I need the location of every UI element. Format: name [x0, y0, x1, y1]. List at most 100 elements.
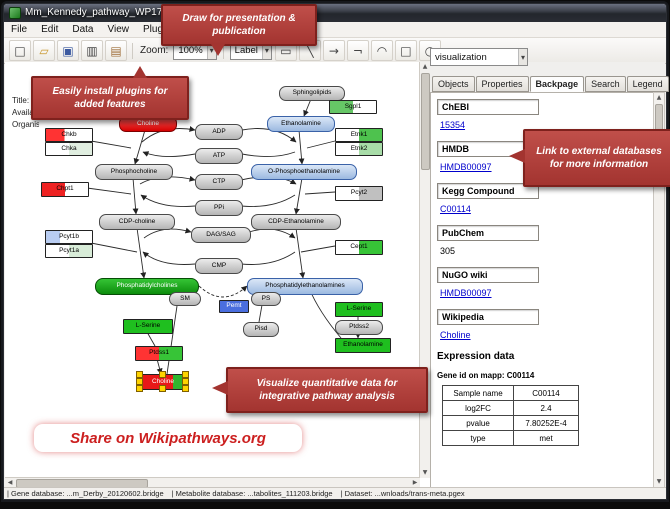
external-link[interactable]: 15354 — [440, 120, 466, 130]
tab-properties[interactable]: Properties — [475, 76, 529, 92]
save-icon[interactable]: ▣ — [57, 40, 79, 61]
label-tool-combobox[interactable]: Label ▾ — [229, 41, 272, 60]
callout-text: Easily install plugins for added feature… — [52, 86, 168, 110]
pathway-node-ptdss2[interactable]: Ptdss2 — [335, 320, 383, 335]
pathway-node-l-serine-right[interactable]: L-Serine — [335, 302, 383, 317]
toolbar: □▱▣▥▤ Zoom: 100% ▾ Label ▾ ▭╲→¬◠□○ — [4, 38, 666, 64]
visualization-value: visualization — [435, 51, 487, 63]
external-link[interactable]: C00114 — [440, 204, 471, 214]
paste-icon[interactable]: ▤ — [105, 40, 127, 61]
status-bar: | Gene database: ...m_Derby_20120602.bri… — [4, 487, 666, 499]
selection-handle[interactable] — [159, 371, 166, 378]
pathway-node-phosphatidylethanolamines[interactable]: Phosphatidylethanolamines — [247, 278, 363, 295]
pathway-node-ethanolamine-right[interactable]: Ethanolamine — [335, 338, 391, 353]
pathway-node-phosphatidylcholines[interactable]: Phosphatidylcholines — [95, 278, 199, 295]
pathway-node-sphingolipids[interactable]: Sphingolipids — [279, 86, 345, 101]
arc-tool-icon[interactable]: ◠ — [370, 40, 393, 61]
table-cell: 7.80252E-4 — [513, 415, 579, 431]
pathway-node-sm[interactable]: SM — [169, 292, 201, 306]
new-file-icon[interactable]: □ — [9, 40, 31, 61]
pathway-node-pisd[interactable]: Pisd — [243, 322, 279, 337]
scroll-up-icon[interactable]: ▲ — [656, 94, 662, 101]
menu-edit[interactable]: Edit — [41, 24, 59, 35]
callout-pointer — [211, 44, 225, 56]
copy-icon[interactable]: ▥ — [81, 40, 103, 61]
tab-backpage[interactable]: Backpage — [529, 76, 585, 92]
chevron-down-icon: ▾ — [517, 49, 527, 65]
side-panel-field: Title: — [12, 96, 30, 105]
visualization-combobox[interactable]: visualization ▾ — [430, 48, 528, 66]
pathway-node-o-phosphoethanolamine[interactable]: O-Phosphoethanolamine — [251, 164, 357, 180]
pathway-node-ppi[interactable]: PPi — [195, 200, 243, 216]
selection-handle[interactable] — [159, 385, 166, 392]
table-cell: log2FC — [442, 400, 514, 416]
scroll-up-icon[interactable]: ▲ — [422, 63, 428, 70]
pathway-node-cmp[interactable]: CMP — [195, 258, 243, 274]
canvas-vertical-scrollbar[interactable]: ▲ ▼ — [419, 62, 430, 478]
menu-file[interactable]: File — [11, 24, 28, 35]
scroll-down-icon[interactable]: ▼ — [656, 478, 662, 485]
pathway-node-cdp-ethanolamine[interactable]: CDP-Ethanolamine — [251, 214, 341, 230]
pathway-node-atp[interactable]: ATP — [195, 148, 243, 164]
selection-handle[interactable] — [182, 378, 189, 385]
pathway-node-ctp[interactable]: CTP — [195, 174, 243, 190]
external-link[interactable]: Choline — [440, 330, 471, 340]
section-value: 305 — [440, 246, 456, 256]
scroll-right-icon[interactable]: ▶ — [412, 479, 418, 486]
external-link[interactable]: HMDB00097 — [440, 288, 492, 298]
pathway-node-cept1[interactable]: Cept1 — [335, 240, 383, 255]
scroll-left-icon[interactable]: ◀ — [7, 479, 13, 486]
pathway-node-l-serine-left[interactable]: L-Serine — [123, 319, 173, 334]
pathway-node-pcyt1b[interactable]: Pcyt1b — [45, 230, 93, 244]
pathway-node-chka[interactable]: Chka — [45, 142, 93, 156]
app-icon — [9, 7, 21, 19]
gene-id-label: Gene id on mapp: C00114 — [437, 371, 535, 380]
selection-handle[interactable] — [136, 385, 143, 392]
tab-search[interactable]: Search — [585, 76, 626, 92]
table-cell: Sample name — [442, 385, 514, 401]
tab-objects[interactable]: Objects — [432, 76, 475, 92]
menu-plugins[interactable]: Plugins — [142, 24, 176, 35]
title-bar[interactable]: Mm_Kennedy_pathway_WP1771_45176.gpml — [4, 4, 666, 22]
scroll-down-icon[interactable]: ▼ — [422, 469, 428, 476]
pathway-node-phosphocholine[interactable]: Phosphocholine — [95, 164, 173, 180]
table-cell: type — [442, 430, 514, 446]
section-header: Wikipedia — [437, 309, 539, 325]
pathway-node-pcyt2[interactable]: Pcyt2 — [335, 186, 383, 201]
external-link[interactable]: HMDB00097 — [440, 162, 492, 172]
pathway-node-sgpl1[interactable]: Sgpl1 — [329, 100, 377, 114]
pathway-node-cdp-choline[interactable]: CDP-choline — [99, 214, 175, 230]
tab-legend[interactable]: Legend — [626, 76, 669, 92]
section-header: NuGO wiki — [437, 267, 539, 283]
pathway-node-ptdss1[interactable]: Ptdss1 — [135, 346, 183, 361]
pathway-node-chkb[interactable]: Chkb — [45, 128, 93, 142]
scrollbar-thumb[interactable] — [421, 73, 430, 170]
arrow-tool-icon[interactable]: → — [322, 40, 345, 61]
window-title: Mm_Kennedy_pathway_WP1771_45176.gpml — [25, 7, 232, 18]
menu-view[interactable]: View — [107, 24, 129, 35]
pathway-node-dag[interactable]: DAG/SAG — [191, 227, 251, 243]
status-segment: | Dataset: ...wnloads/trans-meta.pgex — [340, 489, 465, 498]
pathway-node-pcyt1a[interactable]: Pcyt1a — [45, 244, 93, 258]
pathway-node-pemt[interactable]: Pemt — [219, 300, 249, 313]
pathway-node-adp[interactable]: ADP — [195, 124, 243, 140]
menu-data[interactable]: Data — [72, 24, 94, 35]
pathway-node-etnk1[interactable]: Etnk1 — [335, 128, 383, 142]
elbow-tool-icon[interactable]: ¬ — [346, 40, 369, 61]
pathway-node-ethanolamine-top[interactable]: Ethanolamine — [267, 116, 335, 132]
pathway-node-chpt1[interactable]: Chpt1 — [41, 182, 89, 197]
rect-tool-icon[interactable]: □ — [394, 40, 417, 61]
pathway-node-ps[interactable]: PS — [251, 292, 281, 306]
selection-handle[interactable] — [136, 371, 143, 378]
selection-handle[interactable] — [182, 385, 189, 392]
table-cell: C00114 — [513, 385, 579, 401]
open-folder-icon[interactable]: ▱ — [33, 40, 55, 61]
pathway-node-etnk2[interactable]: Etnk2 — [335, 142, 383, 156]
selection-handle[interactable] — [182, 371, 189, 378]
selection-handle[interactable] — [136, 378, 143, 385]
